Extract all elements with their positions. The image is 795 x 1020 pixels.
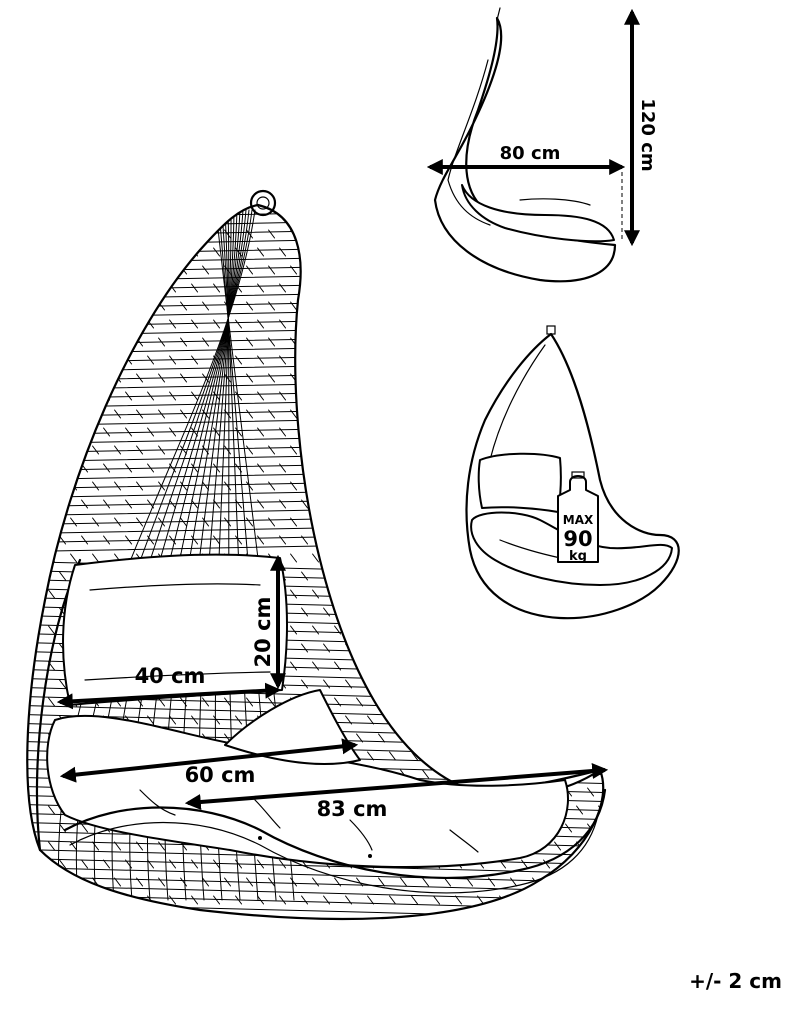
dimension-height-120: 120 cm bbox=[624, 8, 658, 247]
dimension-pillow-width: 40 cm bbox=[56, 664, 282, 710]
pillow-height-label: 20 cm bbox=[251, 597, 275, 668]
width-80-label: 80 cm bbox=[500, 143, 561, 164]
dimension-width-80: 80 cm bbox=[426, 143, 626, 175]
max-label: MAX bbox=[563, 513, 594, 527]
seat-front-rim bbox=[63, 788, 607, 879]
seat-width-label: 60 cm bbox=[185, 763, 256, 787]
dimension-seat-depth: 83 cm bbox=[184, 763, 609, 821]
chair-shell bbox=[26, 203, 605, 921]
weight-icon: MAX 90 kg bbox=[557, 471, 599, 564]
tolerance-note: +/- 2 cm bbox=[689, 969, 782, 993]
back-pillow bbox=[62, 553, 288, 706]
height-120-label: 120 cm bbox=[637, 98, 658, 171]
side-view-chair bbox=[433, 7, 623, 283]
hanging-ring bbox=[249, 189, 277, 217]
dimension-pillow-height: 20 cm bbox=[251, 554, 286, 690]
seat-depth-label: 83 cm bbox=[317, 797, 388, 821]
max-weight-value: 90 bbox=[563, 527, 592, 551]
max-weight-unit: kg bbox=[569, 549, 587, 564]
pillow-width-label: 40 cm bbox=[135, 664, 206, 688]
